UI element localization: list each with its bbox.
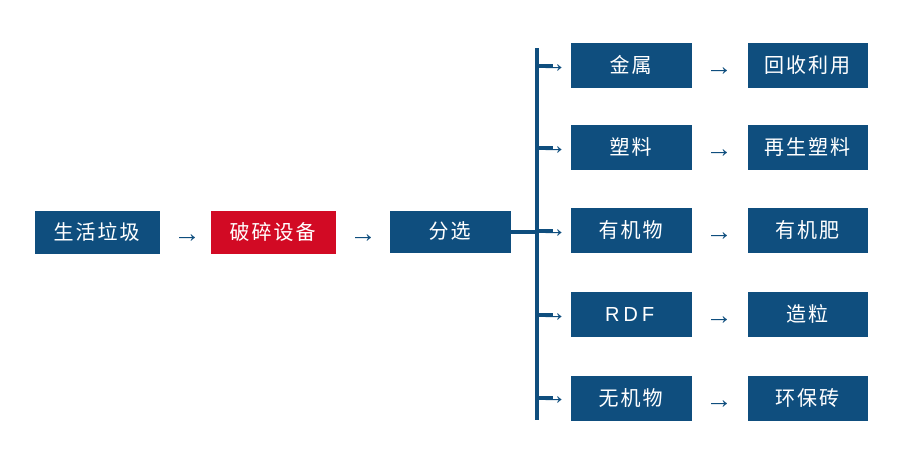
- branch-stub-3: [537, 229, 553, 233]
- arrow-right-icon-branch-3: →: [705, 215, 733, 246]
- node-material-plastic[interactable]: 塑料: [571, 125, 692, 170]
- arrow-right-icon-main-1: →: [173, 217, 201, 248]
- arrow-right-icon-branch-5: →: [705, 383, 733, 414]
- distribution-bus-line: [535, 48, 539, 420]
- node-product-pelletizing[interactable]: 造粒: [748, 292, 868, 337]
- node-product-eco-brick[interactable]: 环保砖: [748, 376, 868, 421]
- branch-stub-1: [537, 64, 553, 68]
- node-material-organic[interactable]: 有机物: [571, 208, 692, 253]
- branch-arrow-right-icon-4: →: [540, 297, 567, 327]
- node-material-inorganic[interactable]: 无机物: [571, 376, 692, 421]
- node-product-recycling[interactable]: 回收利用: [748, 43, 868, 88]
- arrow-right-icon-branch-1: →: [705, 50, 733, 81]
- branch-arrow-right-icon-1: →: [540, 48, 567, 78]
- branch-stub-4: [537, 313, 553, 317]
- sorting-to-bus-connector: [511, 230, 537, 234]
- node-crushing-equipment[interactable]: 破碎设备: [211, 211, 336, 254]
- branch-arrow-right-icon-2: →: [540, 130, 567, 160]
- node-material-rdf[interactable]: RDF: [571, 292, 692, 337]
- branch-stub-2: [537, 146, 553, 150]
- branch-arrow-right-icon-5: →: [540, 380, 567, 410]
- node-product-organic-fertilizer[interactable]: 有机肥: [748, 208, 868, 253]
- arrow-right-icon-main-2: →: [349, 217, 377, 248]
- node-material-metal[interactable]: 金属: [571, 43, 692, 88]
- node-input-waste[interactable]: 生活垃圾: [35, 211, 160, 254]
- node-product-recycled-plastic[interactable]: 再生塑料: [748, 125, 868, 170]
- branch-stub-5: [537, 396, 553, 400]
- arrow-right-icon-branch-2: →: [705, 132, 733, 163]
- branch-arrow-right-icon-3: →: [540, 213, 567, 243]
- node-sorting[interactable]: 分选: [390, 211, 511, 253]
- arrow-right-icon-branch-4: →: [705, 299, 733, 330]
